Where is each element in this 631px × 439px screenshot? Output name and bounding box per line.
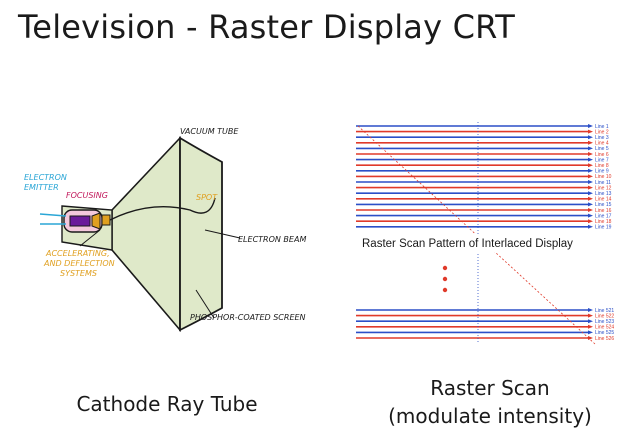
scan-arrowhead xyxy=(588,135,593,140)
scan-arrowhead xyxy=(588,208,593,212)
scan-arrowhead xyxy=(588,124,593,128)
scan-arrowhead xyxy=(588,191,593,196)
scan-line-label: Line 3 xyxy=(595,135,609,141)
emitter-wire xyxy=(39,213,67,217)
scan-line-label: Line 524 xyxy=(595,325,614,331)
ellipsis-dot xyxy=(442,276,448,282)
scan-arrowhead xyxy=(588,224,593,229)
scan-arrowhead xyxy=(588,129,593,134)
scan-line-label: Line 14 xyxy=(595,197,612,203)
scan-arrowhead xyxy=(588,163,593,168)
scan-arrowhead xyxy=(588,313,593,318)
ellipsis-dot xyxy=(442,265,448,271)
scan-line-label: Line 4 xyxy=(595,141,609,147)
scan-arrowhead xyxy=(588,140,593,145)
electron-beam xyxy=(109,197,216,221)
scan-arrowhead xyxy=(588,330,593,335)
label-emitter: EMITTER xyxy=(24,183,59,192)
scan-line-label: Line 523 xyxy=(595,319,614,325)
slide-title: Television - Raster Display CRT xyxy=(18,8,516,46)
scan-line-label: Line 2 xyxy=(595,129,609,135)
scan-arrowhead xyxy=(588,196,593,201)
scan-arrowhead xyxy=(588,146,593,151)
label-and-deflection: AND DEFLECTION xyxy=(43,259,115,268)
label-electron: ELECTRON xyxy=(24,173,67,182)
scan-line-label: Line 15 xyxy=(595,202,612,208)
label-vacuum-tube: VACUUM TUBE xyxy=(180,127,239,136)
scan-arrowhead xyxy=(588,213,593,218)
label-accelerating: ACCELERATING, xyxy=(45,249,110,258)
leader-accelerating xyxy=(79,229,101,247)
ellipsis-dot xyxy=(442,287,448,293)
inner-label-bg xyxy=(360,234,592,252)
scan-line-label: Line 10 xyxy=(595,174,612,180)
scan-arrowhead xyxy=(588,319,593,324)
scan-line-label: Line 522 xyxy=(595,313,614,319)
scan-line-label: Line 7 xyxy=(595,157,609,163)
top-scan-lines xyxy=(356,124,593,229)
scan-arrowhead xyxy=(588,185,593,190)
label-systems: SYSTEMS xyxy=(60,269,97,278)
raster-caption-title: Raster Scan xyxy=(430,376,550,400)
scan-line-label: Line 11 xyxy=(595,180,611,186)
emitter-core xyxy=(69,215,91,227)
bottom-scan-lines xyxy=(356,308,593,340)
scan-line-label: Line 17 xyxy=(595,213,612,219)
label-focusing: FOCUSING xyxy=(66,191,108,200)
scan-arrowhead xyxy=(588,174,593,179)
scan-arrowhead xyxy=(588,336,593,340)
scan-line-label: Line 526 xyxy=(595,336,614,342)
focusing-coil xyxy=(101,214,111,226)
tube-body xyxy=(111,135,181,333)
raster-inner-label: Raster Scan Pattern of Interlaced Displa… xyxy=(362,238,573,250)
scan-line-label: Line 19 xyxy=(595,225,612,231)
spot-label: SPOT xyxy=(196,193,218,202)
scan-arrowhead xyxy=(588,324,593,329)
label-electron-beam: ELECTRON BEAM xyxy=(238,235,306,244)
scan-line-label: Line 9 xyxy=(595,169,609,175)
scan-arrowhead xyxy=(588,157,593,162)
scan-arrowhead xyxy=(588,180,593,184)
scan-line-label: Line 6 xyxy=(595,152,609,158)
scan-arrowhead xyxy=(588,308,593,312)
scan-arrowhead xyxy=(588,168,593,173)
scan-line-label: Line 16 xyxy=(595,208,612,214)
scan-arrowhead xyxy=(588,202,593,207)
raster-caption-subtitle: (modulate intensity) xyxy=(388,404,592,428)
scan-arrowhead xyxy=(588,219,593,224)
scan-line-label: Line 5 xyxy=(595,146,609,152)
scan-line-label: Line 1 xyxy=(595,124,609,130)
scan-line-label: Line 12 xyxy=(595,185,612,191)
leader-screen xyxy=(195,289,215,319)
scan-line-label: Line 525 xyxy=(595,330,614,336)
label-screen: PHOSPHOR-COATED SCREEN xyxy=(190,313,306,322)
crt-caption: Cathode Ray Tube xyxy=(76,392,258,416)
scan-line-label: Line 13 xyxy=(595,191,612,197)
scan-line-label: Line 18 xyxy=(595,219,612,225)
scan-line-label: Line 8 xyxy=(595,163,609,169)
phosphor-screen xyxy=(179,136,223,332)
scan-line-label: Line 521 xyxy=(595,308,614,314)
leader-electron-beam xyxy=(204,229,241,239)
deflection-plate xyxy=(91,212,101,230)
crt-diagram: SPOT ELECTRON EMITTER FOCUSING VACUUM TU… xyxy=(24,127,306,333)
scan-arrowhead xyxy=(588,152,593,156)
